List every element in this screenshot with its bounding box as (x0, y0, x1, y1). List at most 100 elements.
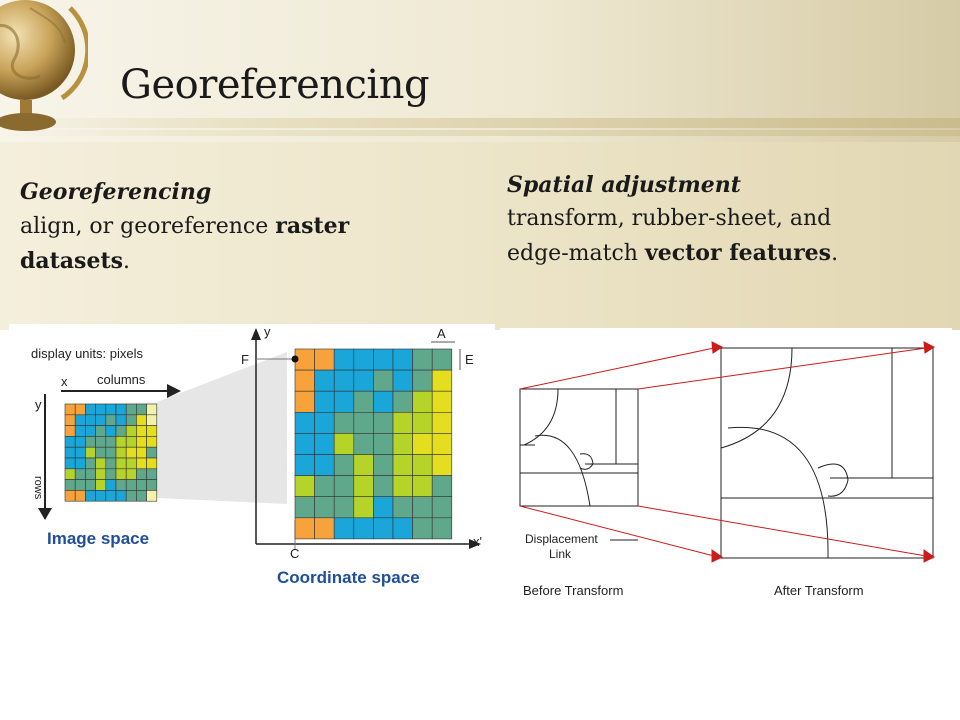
vector-text: edge-match (507, 241, 645, 266)
raster-cell (95, 479, 107, 491)
header-stripe-thin (0, 130, 960, 136)
raster-cell (431, 412, 453, 434)
raster-cell (136, 436, 147, 448)
raster-cell (136, 414, 147, 426)
raster-cell (64, 414, 76, 426)
slide-title: Georeferencing (120, 62, 430, 108)
raster-cell (95, 468, 107, 480)
vector-heading: Spatial adjustment (507, 172, 741, 198)
raster-cell (136, 468, 147, 480)
datasets-bold: datasets (20, 248, 123, 274)
raster-cell (294, 369, 315, 392)
raster-cell (353, 348, 374, 371)
before-curve-2 (534, 434, 591, 507)
raster-cell (115, 414, 127, 426)
raster-cell (115, 457, 127, 470)
image-space-grid (64, 403, 158, 502)
c-label: C (290, 546, 299, 561)
displacement-links (519, 341, 935, 563)
raster-cell (392, 348, 413, 371)
raster-cell (146, 414, 158, 426)
raster-cell (74, 414, 86, 426)
raster-cell (125, 403, 137, 416)
raster-cell (353, 369, 374, 392)
vector-text-line-2: edge-match vector features. (507, 236, 952, 271)
raster-cell (115, 436, 127, 448)
raster-cell (136, 425, 147, 437)
after-frame (720, 347, 934, 559)
raster-cell (85, 446, 96, 459)
coordinate-space-label: Coordinate space (277, 568, 420, 587)
raster-cell (125, 479, 137, 491)
raster-cell (431, 369, 453, 392)
raster-cell (373, 433, 394, 455)
before-curve-1 (523, 388, 559, 446)
vector-text-line-1: transform, rubber-sheet, and (507, 206, 832, 231)
raster-cell (333, 390, 355, 413)
raster-cell (412, 433, 433, 455)
raster-cell (74, 490, 86, 502)
y-axis-label: y (264, 324, 271, 339)
raster-cell (85, 479, 96, 491)
raster-text-line: align, or georeference raster (20, 209, 460, 244)
raster-cell (314, 475, 335, 498)
raster-cell (353, 454, 374, 476)
raster-cell (314, 390, 335, 413)
raster-cell (392, 433, 413, 455)
raster-cell (314, 517, 335, 540)
raster-cell (105, 468, 117, 480)
vector-suffix: . (831, 241, 839, 266)
raster-cell (412, 475, 433, 498)
raster-cell (125, 457, 137, 470)
raster-cell (333, 496, 355, 519)
raster-cell (294, 475, 315, 498)
raster-cell (105, 425, 117, 437)
raster-cell (125, 436, 137, 448)
raster-cell (105, 479, 117, 491)
raster-cell (136, 403, 147, 416)
raster-cell (125, 446, 137, 459)
raster-cell (146, 436, 158, 448)
displacement-arrowhead-1 (711, 341, 723, 354)
raster-cell (431, 390, 453, 413)
raster-cell (95, 414, 107, 426)
raster-cell (74, 446, 86, 459)
e-label: E (465, 352, 474, 367)
raster-cell (146, 468, 158, 480)
a-label: A (437, 326, 446, 341)
raster-cell (373, 369, 394, 392)
raster-cell (314, 348, 335, 371)
raster-cell (353, 390, 374, 413)
f-label: F (241, 352, 249, 367)
raster-cell (125, 414, 137, 426)
raster-text-line-2: datasets. (20, 244, 460, 279)
raster-cell (64, 479, 76, 491)
raster-cell (431, 433, 453, 455)
raster-cell (333, 348, 355, 371)
raster-cell (64, 436, 76, 448)
raster-cell (392, 369, 413, 392)
raster-cell (353, 496, 374, 519)
raster-cell (373, 390, 394, 413)
raster-cell (333, 433, 355, 455)
raster-cell (373, 412, 394, 434)
raster-cell (115, 446, 127, 459)
raster-cell (74, 479, 86, 491)
raster-cell (373, 475, 394, 498)
raster-text: align, or georeference (20, 214, 276, 239)
raster-cell (115, 403, 127, 416)
raster-cell (146, 446, 158, 459)
display-units-label: display units: pixels (31, 346, 143, 361)
raster-cell (373, 496, 394, 519)
raster-cell (64, 457, 76, 470)
y-axis-arrowhead (251, 328, 261, 340)
displacement-label: Displacement (525, 532, 598, 546)
spatial-adjustment-figure: Displacement Link Before Transform After… (500, 328, 952, 600)
raster-cell (146, 490, 158, 502)
raster-bold: raster (275, 213, 350, 239)
raster-cell (373, 454, 394, 476)
raster-cell (412, 348, 433, 371)
raster-cell (412, 496, 433, 519)
raster-cell (431, 454, 453, 476)
raster-cell (64, 490, 76, 502)
